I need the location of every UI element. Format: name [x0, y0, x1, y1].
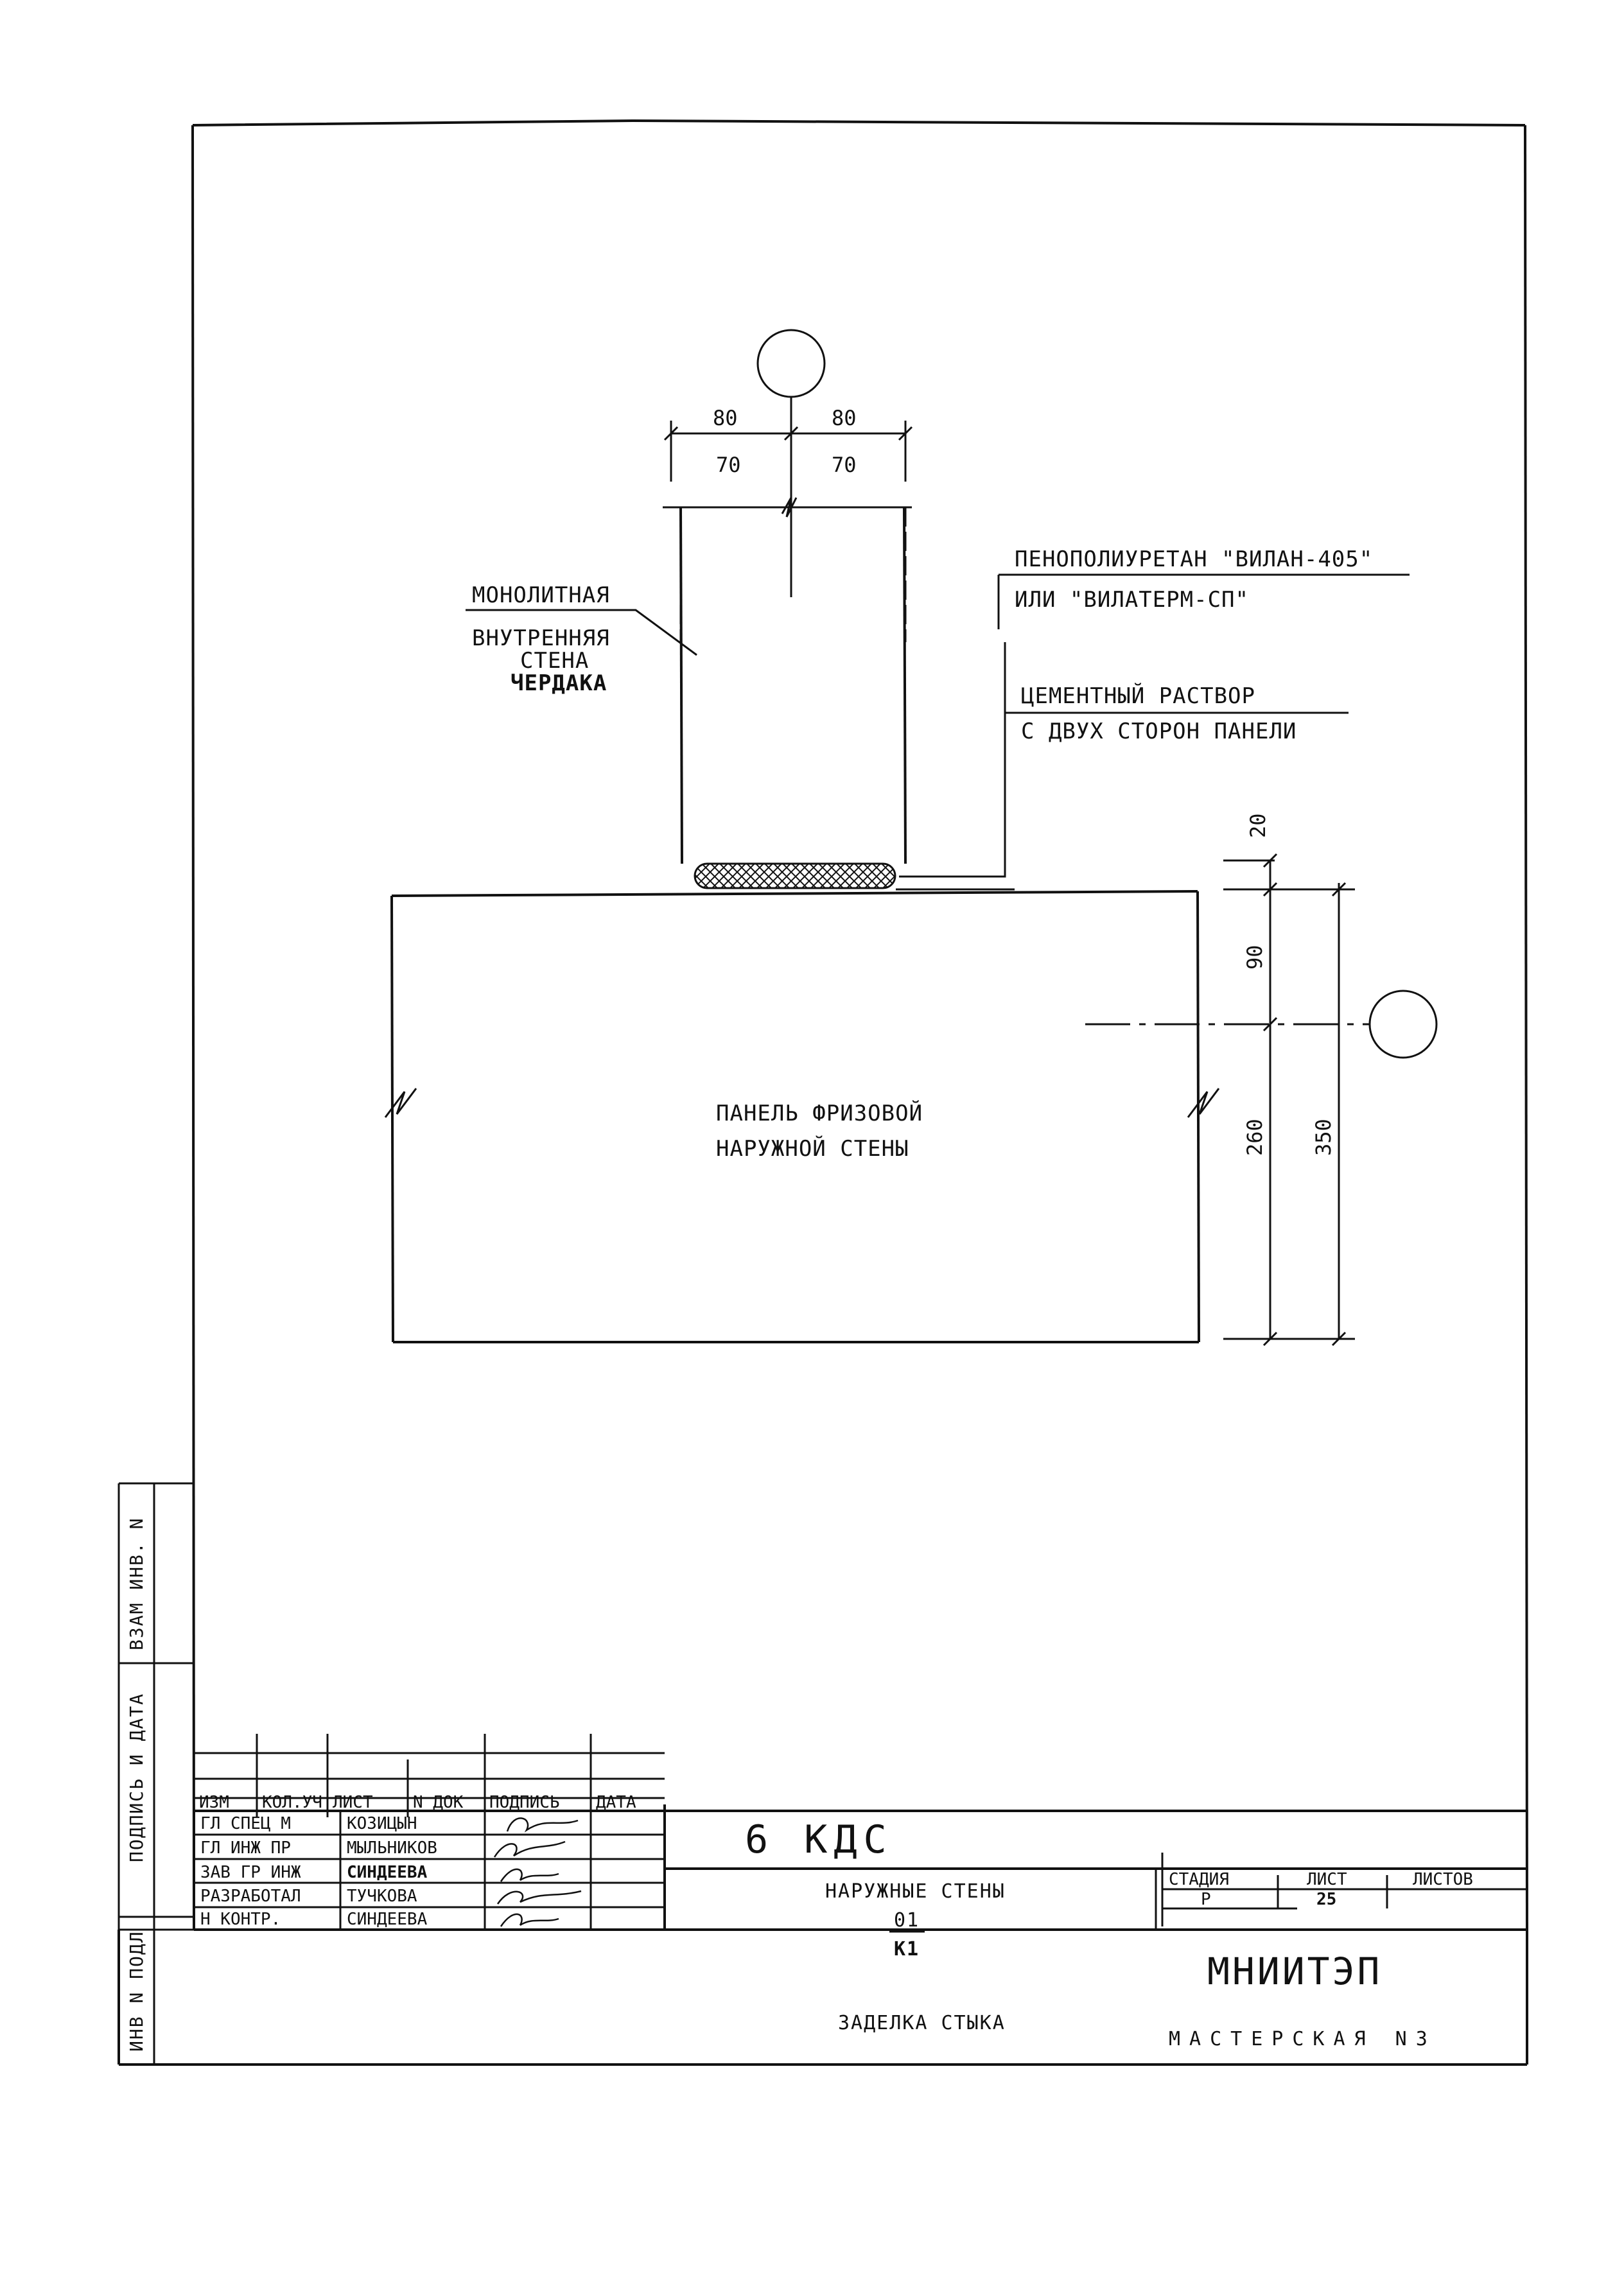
sheets-label: ЛИСТОВ	[1413, 1870, 1473, 1889]
workshop-name: МАСТЕРСКАЯ N3	[1169, 2028, 1436, 2050]
label-panel-1: ПАНЕЛЬ ФРИЗОВОЙ	[716, 1100, 923, 1126]
label-mortar-1: ЦЕМЕНТНЫЙ РАСТВОР	[1021, 683, 1255, 709]
name-4: СИНДЕЕВА	[347, 1910, 428, 1929]
stamp-inv-podl: ИНВ N ПОДЛ	[126, 1930, 147, 2052]
node-number: 01	[894, 1909, 920, 1932]
title-block-lower: ИНВ N ПОДЛ К1 ЗАДЕЛКА СТЫКА МНИИТЭП МАСТ…	[118, 1930, 1528, 2066]
sheet-value: 25	[1316, 1890, 1336, 1909]
label-panel-2: НАРУЖНОЙ СТЕНЫ	[716, 1135, 909, 1162]
dim-top-inner-right: 70	[832, 453, 857, 477]
sheet-frame	[191, 119, 1528, 1931]
dim-right-small: 20	[1246, 813, 1270, 838]
dim-right-total: 350	[1311, 1119, 1336, 1156]
side-stamp: ВЗАМ ИНВ. N ПОДПИСЬ И ДАТА	[118, 1482, 194, 1931]
top-dimension-chain: 80 80 70 70	[663, 406, 913, 482]
role-2: ЗАВ ГР ИНЖ	[200, 1863, 301, 1882]
org-name: МНИИТЭП	[1207, 1950, 1382, 1993]
internal-wall	[663, 497, 912, 864]
foam-seal	[694, 862, 896, 889]
axis-marker-right	[1085, 990, 1438, 1059]
role-0: ГЛ СПЕЦ М	[200, 1814, 291, 1833]
col-data: ДАТА	[596, 1793, 636, 1812]
role-4: Н КОНТР.	[200, 1910, 281, 1929]
sheet-label: ЛИСТ	[1307, 1870, 1347, 1889]
node-sheet: К1	[894, 1938, 920, 1960]
label-wall-4: ЧЕРДАКА	[511, 670, 607, 696]
dim-top-outer-left: 80	[713, 406, 738, 430]
leaders	[466, 573, 1410, 878]
dim-right-mid: 90	[1243, 945, 1267, 970]
node-title: ЗАДЕЛКА СТЫКА	[838, 2012, 1006, 2034]
label-wall-2: ВНУТРЕННЯЯ	[472, 625, 610, 651]
right-dimension-chain: 20 90 260 350	[1223, 813, 1355, 1347]
label-foam-1: ПЕНОПОЛИУРЕТАН "ВИЛАН-405"	[1015, 546, 1373, 572]
drawing-code: 6 КДС	[745, 1817, 893, 1862]
name-3: ТУЧКОВА	[347, 1887, 417, 1906]
axis-marker-top	[756, 329, 826, 597]
stamp-vzam: ВЗАМ ИНВ. N	[126, 1517, 147, 1650]
col-kol: КОЛ.УЧ	[262, 1793, 322, 1812]
name-2: СИНДЕЕВА	[347, 1863, 428, 1882]
dim-top-outer-right: 80	[832, 406, 857, 430]
name-1: МЫЛЬНИКОВ	[347, 1838, 437, 1858]
role-3: РАЗРАБОТАЛ	[200, 1887, 301, 1906]
stamp-podpis: ПОДПИСЬ И ДАТА	[126, 1693, 147, 1862]
stage-value: Р	[1201, 1890, 1211, 1909]
label-mortar-2: С ДВУХ СТОРОН ПАНЕЛИ	[1021, 719, 1297, 744]
label-wall-1: МОНОЛИТНАЯ	[472, 582, 610, 608]
signatures	[493, 1817, 582, 1927]
section-name: НАРУЖНЫЕ СТЕНЫ	[825, 1880, 1006, 1903]
name-0: КОЗИЦЫН	[347, 1814, 417, 1833]
col-izm: ИЗМ	[199, 1793, 229, 1812]
annotation-labels: МОНОЛИТНАЯ ВНУТРЕННЯЯ СТЕНА ЧЕРДАКА ПЕНО…	[472, 546, 1373, 1162]
dim-right-lower: 260	[1243, 1119, 1267, 1156]
role-1: ГЛ ИНЖ ПР	[200, 1838, 291, 1858]
label-wall-3: СТЕНА	[520, 648, 589, 674]
dim-top-inner-left: 70	[716, 453, 741, 477]
label-foam-2: ИЛИ "ВИЛАТЕРМ-СП"	[1015, 587, 1249, 613]
col-list: ЛИСТ	[333, 1793, 373, 1812]
col-podpis: ПОДПИСЬ	[489, 1793, 560, 1812]
stage-label: СТАДИЯ	[1169, 1870, 1229, 1889]
col-ndok: N ДОК	[413, 1793, 464, 1812]
frieze-panel	[384, 888, 1220, 1343]
title-block: ИЗМ КОЛ.УЧ ЛИСТ N ДОК ПОДПИСЬ ДАТА ГЛ СП…	[193, 1734, 1527, 1933]
